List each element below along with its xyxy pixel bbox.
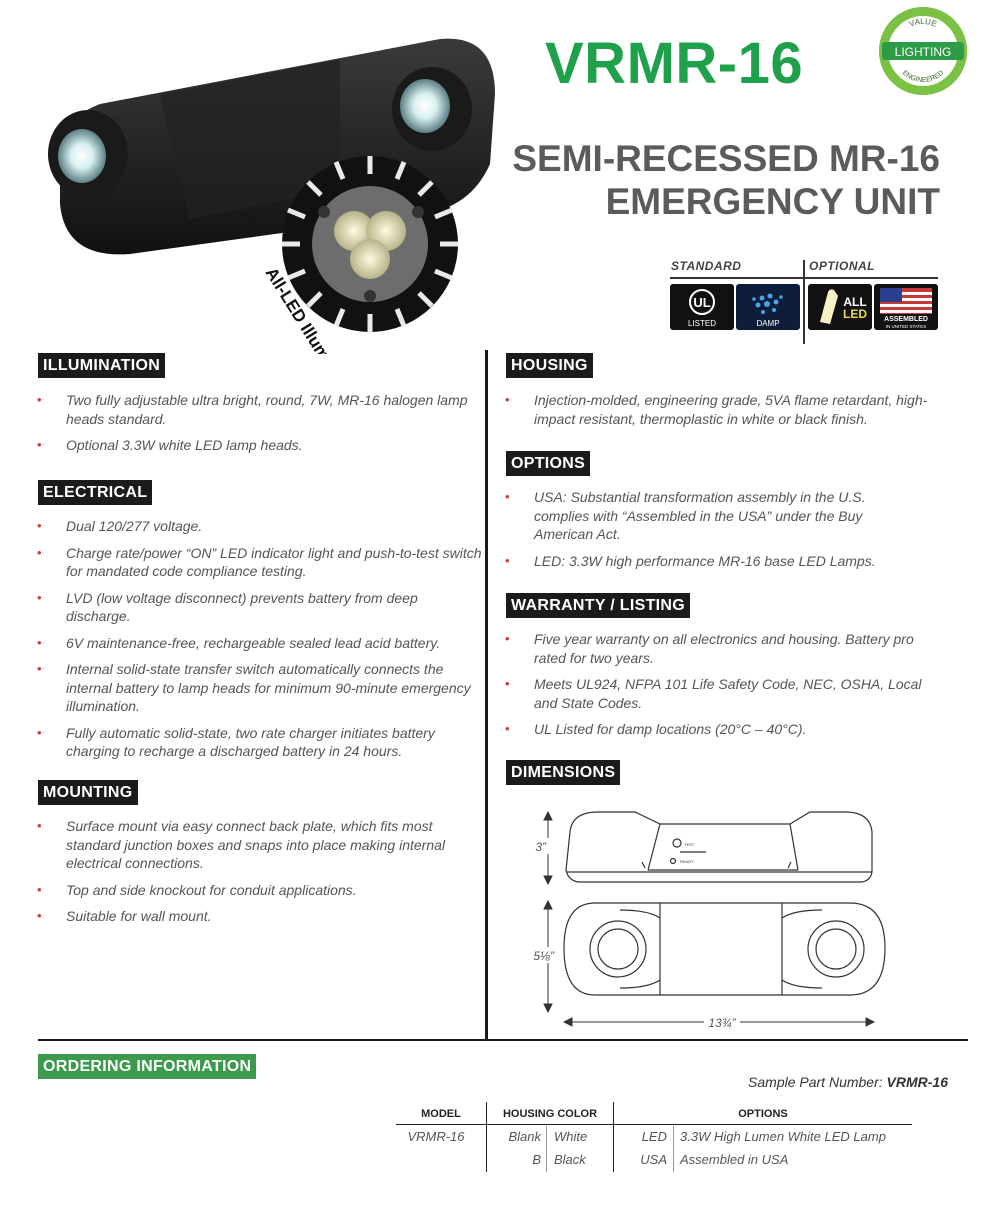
list-item: Dual 120/277 voltage. [37, 517, 483, 536]
table-cell-color-name: White [554, 1129, 588, 1144]
section-title-ordering: ORDERING INFORMATION [38, 1054, 257, 1079]
section-title-illumination: ILLUMINATION [38, 353, 166, 378]
sample-part-number: Sample Part Number: VRMR-16 [748, 1074, 948, 1090]
list-item: Injection-molded, engineering grade, 5VA… [505, 391, 936, 428]
section-divider [38, 1039, 968, 1041]
table-cell-option-name: 3.3W High Lumen White LED Lamp [680, 1129, 886, 1144]
table-cell-color-code: Blank [508, 1129, 541, 1144]
dimension-depth: 5⅛” [533, 949, 555, 963]
illumination-list: Two fully adjustable ultra bright, round… [37, 391, 478, 455]
table-cell-color-name: Black [554, 1152, 586, 1167]
cert-divider-v [803, 260, 805, 344]
all-led-icon: ALL LED [808, 284, 872, 330]
all-led-text-2: LED [843, 307, 867, 321]
column-header-housing-color: HOUSING COLOR [502, 1108, 598, 1120]
list-item: LED: 3.3W high performance MR-16 base LE… [505, 552, 906, 571]
sample-part-label: Sample Part Number: [748, 1074, 883, 1090]
damp-text: DAMP [756, 319, 779, 328]
badge-top-text: VALUE [908, 17, 938, 29]
list-item: Internal solid-state transfer switch aut… [37, 660, 483, 716]
ul-listed-text: LISTED [688, 319, 716, 328]
electrical-list: Dual 120/277 voltage. Charge rate/power … [37, 517, 483, 761]
list-item: Surface mount via easy connect back plat… [37, 817, 478, 873]
cert-optional-label: OPTIONAL [809, 259, 875, 273]
cert-standard-label: STANDARD [671, 259, 742, 273]
section-title-electrical: ELECTRICAL [38, 480, 153, 505]
section-title-housing: HOUSING [506, 353, 593, 378]
section-title-mounting: MOUNTING [38, 780, 138, 805]
list-item: 6V maintenance-free, rechargeable sealed… [37, 634, 483, 653]
page-title: VRMR-16 [545, 31, 804, 96]
list-item: USA: Substantial transformation assembly… [505, 488, 906, 544]
column-header-options: OPTIONS [738, 1108, 788, 1120]
table-col-divider [486, 1102, 487, 1172]
table-cell-option-code: USA [640, 1152, 667, 1167]
dimension-height: 3” [535, 840, 547, 854]
list-item: Two fully adjustable ultra bright, round… [37, 391, 478, 428]
table-col-divider [613, 1102, 614, 1172]
table-subcol-divider [673, 1126, 674, 1172]
ul-listed-icon: UL LISTED [670, 284, 734, 330]
test-label: TEST [684, 842, 695, 847]
table-cell-model: VRMR-16 [407, 1129, 465, 1144]
svg-text:VALUE: VALUE [908, 17, 938, 29]
subtitle-line-1: SEMI-RECESSED MR-16 [512, 138, 940, 179]
list-item: Optional 3.3W white LED lamp heads. [37, 436, 478, 455]
sample-part-value: VRMR-16 [886, 1074, 948, 1090]
list-item: Meets UL924, NFPA 101 Life Safety Code, … [505, 675, 926, 712]
list-item: Five year warranty on all electronics an… [505, 630, 926, 667]
badge-middle-text: LIGHTING [895, 45, 952, 59]
section-title-dimensions: DIMENSIONS [506, 760, 621, 785]
list-item: Charge rate/power “ON” LED indicator lig… [37, 544, 483, 581]
column-divider [485, 350, 488, 1040]
mounting-list: Surface mount via easy connect back plat… [37, 817, 478, 926]
section-title-options: OPTIONS [506, 451, 591, 476]
housing-list: Injection-molded, engineering grade, 5VA… [505, 391, 936, 428]
dimension-drawing: 3” 5⅛” 13¾” TEST READY [530, 810, 886, 1030]
table-cell-option-name: Assembled in USA [680, 1152, 789, 1167]
list-item: LVD (low voltage disconnect) prevents ba… [37, 589, 483, 626]
product-photo: All-LED Illumination [48, 38, 495, 354]
ready-label: READY [680, 859, 694, 864]
svg-text:UL: UL [693, 295, 710, 310]
list-item: Top and side knockout for conduit applic… [37, 881, 478, 900]
options-list: USA: Substantial transformation assembly… [505, 488, 906, 571]
assembled-text-1: ASSEMBLED [884, 316, 928, 323]
subtitle-line-2: EMERGENCY UNIT [605, 181, 940, 222]
dimension-width: 13¾” [708, 1016, 736, 1030]
warranty-list: Five year warranty on all electronics an… [505, 630, 926, 739]
table-subcol-divider [546, 1126, 547, 1172]
section-title-warranty: WARRANTY / LISTING [506, 593, 690, 618]
list-item: Fully automatic solid-state, two rate ch… [37, 724, 483, 761]
table-cell-color-code: B [532, 1152, 541, 1167]
list-item: Suitable for wall mount. [37, 907, 478, 926]
assembled-usa-icon: ASSEMBLED IN UNITED STATES [874, 284, 938, 330]
damp-icon: DAMP [736, 284, 800, 330]
list-item: UL Listed for damp locations (20°C – 40°… [505, 720, 926, 739]
table-header-rule [396, 1124, 912, 1125]
all-led-text-1: ALL [843, 295, 866, 309]
page-subtitle: SEMI-RECESSED MR-16 EMERGENCY UNIT [512, 137, 940, 223]
value-engineered-lighting-badge: LIGHTING VALUE ENGINEERED [879, 7, 967, 95]
table-cell-option-code: LED [641, 1129, 667, 1144]
assembled-text-2: IN UNITED STATES [886, 324, 927, 329]
column-header-model: MODEL [421, 1108, 461, 1120]
